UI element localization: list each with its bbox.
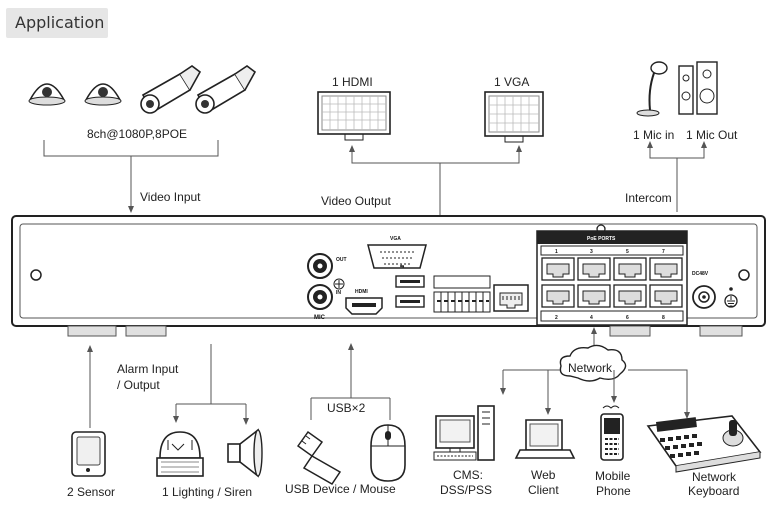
video-output-label: Video Output [321, 194, 391, 208]
vga-monitor-icon [484, 91, 544, 143]
svg-text:8: 8 [662, 315, 665, 321]
mic-out-label: 1 Mic Out [686, 128, 738, 142]
hdmi-port: HDMI [345, 289, 383, 315]
svg-text:3: 3 [590, 249, 593, 255]
microphone-icon [636, 61, 668, 117]
svg-text:IN: IN [336, 290, 341, 296]
video-input-label: Video Input [140, 190, 201, 204]
svg-text:DC48V: DC48V [692, 271, 709, 277]
alarm-label-2: / Output [117, 378, 160, 392]
web-client-label-2: Client [528, 483, 559, 497]
svg-text:6: 6 [626, 315, 629, 321]
mic-in-label: 1 Mic in [633, 128, 674, 142]
alarm-label-1: Alarm Input [117, 362, 179, 376]
mobile-phone-icon [600, 405, 624, 461]
application-title: Application [15, 13, 105, 32]
svg-text:VGA: VGA [390, 236, 401, 242]
network-label: Network [568, 361, 613, 375]
light-icon [156, 431, 204, 477]
bullet-camera-icon [140, 65, 202, 114]
bullet-camera-icon [195, 65, 257, 114]
hdmi-monitor-icon [317, 91, 391, 141]
cms-pc-icon [433, 405, 495, 461]
cms-label-1: CMS: [453, 468, 483, 482]
poe-ports-panel: PoE PORTS 1 3 5 7 2 4 6 8 [536, 230, 688, 326]
siren-icon [227, 428, 263, 478]
network-keyboard-label-1: Network [692, 470, 737, 484]
mobile-phone-label-1: Mobile [595, 469, 631, 483]
network-keyboard-icon [646, 415, 762, 473]
svg-text:MIC: MIC [314, 315, 326, 321]
svg-text:4: 4 [590, 315, 593, 321]
speaker-icon [678, 61, 718, 115]
hdmi-label: 1 HDMI [332, 75, 373, 89]
usb-ports: ⇆ [395, 263, 425, 308]
sensor-label: 2 Sensor [67, 485, 115, 499]
usb-stick-icon [296, 430, 342, 485]
cms-label-2: DSS/PSS [440, 483, 492, 497]
svg-text:OUT: OUT [336, 257, 347, 263]
svg-text:HDMI: HDMI [355, 289, 368, 295]
intercom-label: Intercom [625, 191, 672, 205]
power-port: DC48V [692, 271, 738, 309]
cameras-label: 8ch@1080P,8POE [87, 127, 187, 141]
dome-camera-icon [84, 83, 122, 106]
audio-out-port: OUT [307, 253, 347, 279]
web-client-label-1: Web [531, 468, 556, 482]
svg-text:7: 7 [662, 249, 665, 255]
network-keyboard-label-2: Keyboard [688, 484, 739, 498]
audio-in-port: IN MIC [307, 278, 345, 321]
svg-text:2: 2 [555, 315, 558, 321]
mobile-phone-label-2: Phone [596, 484, 631, 498]
vga-port: VGA [367, 236, 427, 269]
svg-text:1: 1 [555, 249, 558, 255]
mouse-icon [370, 424, 406, 482]
usb-label: USB×2 [327, 401, 366, 415]
vga-label: 1 VGA [494, 75, 529, 89]
application-header: Application [6, 8, 108, 38]
svg-text:5: 5 [626, 249, 629, 255]
network-cloud-icon [559, 344, 627, 382]
laptop-icon [514, 419, 576, 459]
svg-text:⇆: ⇆ [400, 263, 405, 270]
video-input-line [43, 140, 219, 210]
lighting-siren-label: 1 Lighting / Siren [162, 485, 252, 499]
alarm-terminal-block [433, 275, 491, 313]
network-port [493, 284, 529, 312]
svg-text:PoE PORTS: PoE PORTS [587, 236, 616, 242]
sensor-icon [71, 431, 106, 477]
dome-camera-icon [28, 83, 66, 106]
usb-device-mouse-label: USB Device / Mouse [285, 482, 396, 496]
